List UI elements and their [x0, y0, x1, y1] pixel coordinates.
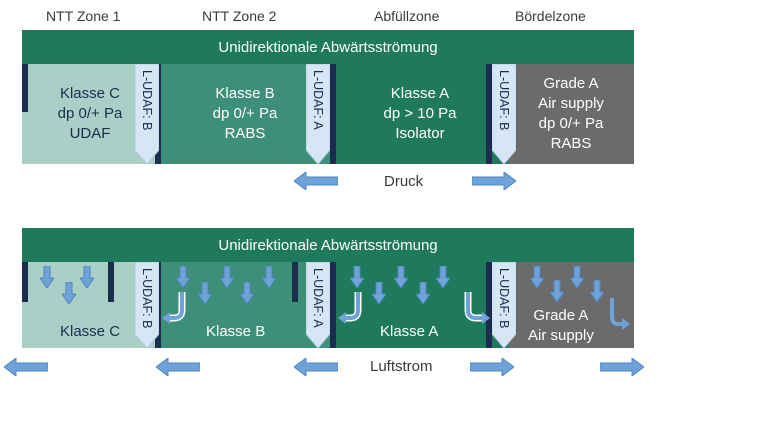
down-arrow-icon — [198, 282, 212, 304]
down-arrow-icon — [372, 282, 386, 304]
down-arrow-icon — [436, 266, 450, 288]
zone-grade-a: Grade A Air supply dp 0/+ Pa RABS — [508, 64, 634, 164]
zone-class-a: Klasse A dp > 10 Pa Isolator — [332, 64, 508, 164]
pressure-arrow-icon — [472, 172, 516, 190]
down-arrow-icon — [240, 282, 254, 304]
udaf-label: L-UDAF: B — [140, 268, 154, 329]
zone-label: Grade A Air supply — [528, 307, 594, 344]
airflow-out-arrow-icon — [156, 358, 200, 376]
pressure-caption: Druck — [384, 173, 424, 190]
down-arrow-icon — [220, 266, 234, 288]
zone-header-ntt-1: NTT Zone 1 — [46, 8, 121, 24]
airflow-out-arrow-icon — [600, 358, 644, 376]
udaf-label: L-UDAF: A — [311, 70, 325, 130]
down-arrow-icon — [590, 280, 604, 302]
down-arrow-icon — [62, 282, 76, 304]
wall-bar — [486, 64, 492, 164]
wall-bar — [108, 262, 114, 302]
udaf-label: L-UDAF: B — [140, 70, 154, 131]
wall-bar — [292, 262, 298, 302]
wall-bar — [486, 262, 492, 348]
zone-class-b: Klasse B dp 0/+ Pa RABS — [158, 64, 332, 164]
down-arrow-icon — [80, 266, 94, 288]
wall-bar — [22, 64, 28, 112]
udaf-unit-b: L-UDAF: B — [135, 64, 159, 164]
wall-bar — [22, 262, 28, 302]
udaf-label: L-UDAF: A — [311, 268, 325, 328]
zone-class-b: Klasse B — [158, 262, 332, 348]
downflow-banner: Unidirektionale Abwärtsströmung — [22, 228, 634, 262]
udaf-unit-a: L-UDAF: A — [306, 262, 330, 348]
udaf-unit-b: L-UDAF: B — [492, 262, 516, 348]
down-arrow-icon — [416, 282, 430, 304]
down-arrow-icon — [394, 266, 408, 288]
udaf-label: L-UDAF: B — [497, 268, 511, 329]
zone-label: Klasse B — [206, 323, 266, 340]
udaf-unit-b: L-UDAF: B — [492, 64, 516, 164]
airflow-arrow-icon — [338, 292, 362, 324]
airflow-caption: Luftstrom — [370, 358, 433, 375]
zone-header-filling: Abfüllzone — [374, 8, 440, 24]
airflow-out-arrow-icon — [470, 358, 514, 376]
udaf-label: L-UDAF: B — [497, 70, 511, 131]
airflow-out-arrow-icon — [294, 358, 338, 376]
down-arrow-icon — [262, 266, 276, 288]
airflow-out-arrow-icon — [4, 358, 48, 376]
airflow-arrow-icon — [464, 292, 490, 324]
down-arrow-icon — [350, 266, 364, 288]
udaf-unit-a: L-UDAF: A — [306, 64, 330, 164]
zone-header-crimping: Bördelzone — [515, 8, 586, 24]
pressure-arrow-icon — [294, 172, 338, 190]
airflow-arrow-icon — [610, 298, 630, 330]
airflow-arrow-icon — [162, 292, 186, 324]
down-arrow-icon — [530, 266, 544, 288]
wall-bar — [330, 262, 336, 348]
downflow-banner: Unidirektionale Abwärtsströmung — [22, 30, 634, 64]
wall-bar — [330, 64, 336, 164]
down-arrow-icon — [40, 266, 54, 288]
down-arrow-icon — [176, 266, 190, 288]
udaf-unit-b: L-UDAF: B — [135, 262, 159, 348]
zone-header-ntt-2: NTT Zone 2 — [202, 8, 277, 24]
zone-label: Klasse A — [380, 323, 439, 340]
zone-class-c: Klasse C dp 0/+ Pa UDAF — [22, 64, 158, 164]
down-arrow-icon — [550, 280, 564, 302]
zone-label: Klasse C — [60, 323, 121, 340]
down-arrow-icon — [570, 266, 584, 288]
